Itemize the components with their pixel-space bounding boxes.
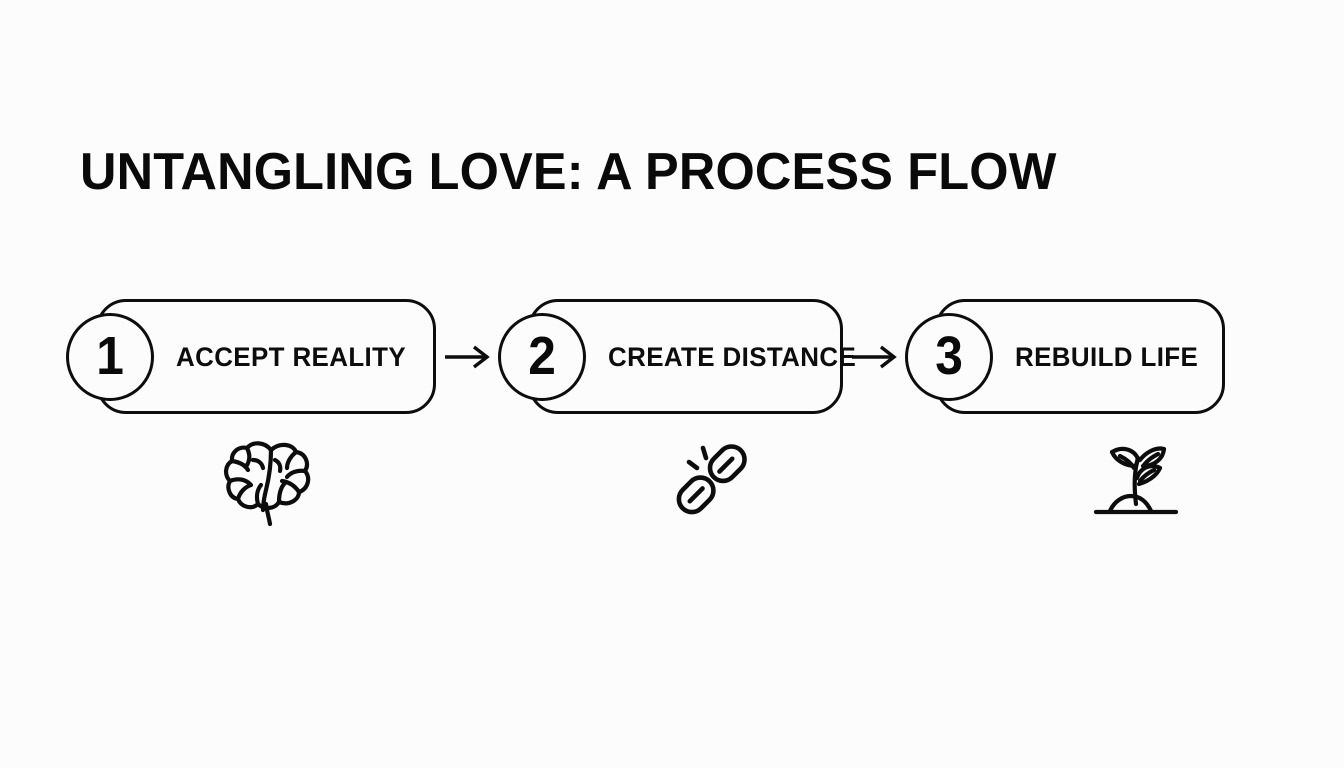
sprout-icon — [1093, 446, 1179, 515]
page-title: UNTANGLING LOVE: A PROCESS FLOW — [80, 143, 1057, 201]
step-icon-3-container — [1071, 425, 1201, 535]
flow-step-2[interactable]: 2 CREATE DISTANCE — [498, 298, 856, 416]
arrow-right-icon — [445, 345, 490, 369]
step-icon-2-container — [646, 425, 776, 535]
step-number-badge-2: 2 — [498, 313, 586, 401]
step-icon-1-container — [206, 425, 336, 535]
process-flow: 1 ACCEPT REALITY 2 CREATE DISTANCE 3 REB… — [66, 297, 1281, 417]
step-number-2: 2 — [528, 326, 556, 386]
step-label-1: ACCEPT REALITY — [176, 341, 407, 372]
flow-step-3[interactable]: 3 REBUILD LIFE — [905, 298, 1225, 416]
flow-arrow-1-to-2 — [436, 344, 498, 370]
step-label-3: REBUILD LIFE — [1015, 341, 1199, 372]
step-number-badge-3: 3 — [905, 313, 993, 401]
broken-chain-icon — [676, 444, 747, 515]
step-icon-row — [66, 425, 1281, 540]
flow-step-1[interactable]: 1 ACCEPT REALITY — [66, 298, 436, 416]
step-number-badge-1: 1 — [66, 313, 154, 401]
brain-icon — [224, 441, 311, 527]
step-number-3: 3 — [935, 326, 963, 386]
step-label-2: CREATE DISTANCE — [608, 341, 857, 372]
arrow-right-icon — [852, 345, 897, 369]
flow-arrow-2-to-3 — [843, 344, 905, 370]
step-number-1: 1 — [96, 326, 124, 386]
